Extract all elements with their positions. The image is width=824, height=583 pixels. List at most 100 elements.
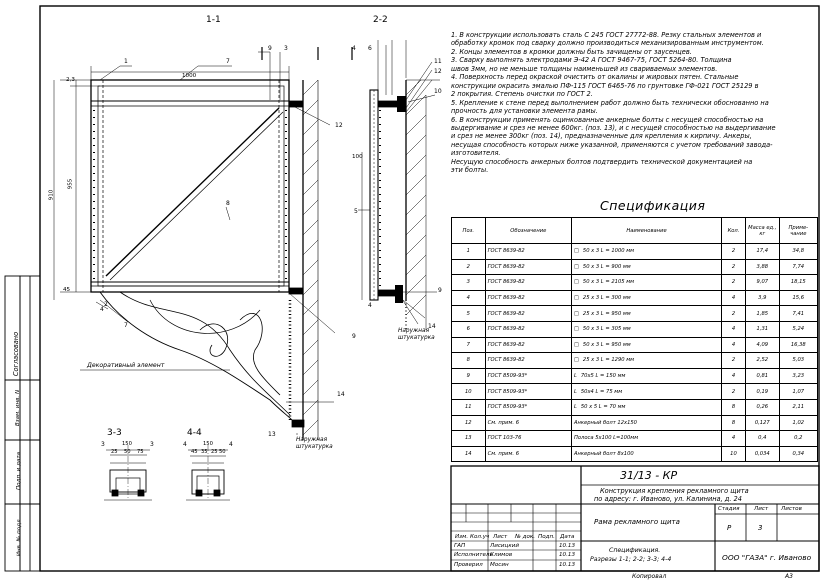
note-line: 6. В конструкции применять оцинкованные … [451, 115, 764, 124]
stamp-col-header: Лист [493, 534, 508, 540]
spec-note: 18,15 [778, 274, 819, 291]
spec-name-text: 50 х 3 L = 900 мм [582, 263, 631, 270]
spec-pos: 6 [451, 320, 486, 338]
stage-header: Стадия [718, 506, 740, 512]
spec-note: 2,11 [778, 398, 819, 416]
spec-name-text: 25 х 3 L = 950 мм [582, 310, 631, 317]
spec-pos: 14 [451, 445, 486, 463]
profile-symbol: L [573, 404, 577, 411]
sheet-title: Спецификация. [609, 547, 661, 554]
sheet-header: Лист [754, 506, 769, 512]
callout-6: 6 [368, 45, 372, 52]
role-label: Исполнитель [454, 552, 493, 558]
sheet-value: 3 [758, 524, 763, 532]
spec-header: Масса ед., кг [744, 217, 780, 244]
dim-50-a: 50 [124, 449, 131, 455]
note-line: обработку кромок под сварку должно произ… [451, 39, 764, 48]
spec-doc: ГОСТ 8639-82 [484, 243, 572, 260]
sheet-sections: Разрезы 1-1; 2-2; 3-3; 4-4 [590, 556, 672, 563]
spec-pos: 8 [451, 352, 486, 369]
spec-header: Поз. [451, 217, 486, 244]
spec-name: Анкерный болт 12х150 [570, 414, 722, 432]
side-agreed: Согласовано [12, 331, 21, 377]
spec-mass: 0,19 [744, 383, 780, 400]
dim-35: 35 [201, 449, 208, 455]
dim-45-b: 45 [191, 449, 198, 455]
profile-symbol: L [573, 388, 577, 395]
spec-qty: 2 [720, 274, 746, 291]
spec-pos: 10 [451, 383, 486, 400]
spec-doc: ГОСТ 8639-82 [484, 305, 572, 322]
spec-name: □50 х 3 L = 2105 мм [570, 274, 722, 291]
view-1-1 [53, 47, 336, 440]
drawing-name: Рама рекламного щита [594, 518, 680, 526]
spec-header: Обозначение [484, 217, 572, 244]
spec-doc: ГОСТ 8509-93* [484, 383, 572, 400]
spec-pos: 5 [451, 305, 486, 322]
callout-9-a: 9 [268, 45, 272, 52]
side-sign-date: Подп. и дата [16, 451, 23, 491]
spec-mass: 0,4 [744, 430, 780, 447]
stamp-col-header: Изм. [455, 534, 469, 540]
side-stamp [4, 275, 41, 572]
spec-qty: 8 [720, 414, 746, 432]
spec-name-text: 50 х 5 L = 70 мм [580, 404, 626, 411]
view-title-2-2: 2-2 [373, 15, 388, 25]
spec-note: 15,6 [778, 289, 819, 307]
project-subject: Конструкция крепления рекламного щита [600, 487, 749, 495]
spec-name-text: Анкерный болт 8х100 [573, 451, 634, 458]
view-title-4-4: 4-4 [187, 428, 202, 438]
view-3-3 [104, 445, 152, 501]
profile-symbol: □ [573, 263, 579, 270]
spec-note: 1,02 [778, 414, 819, 432]
spec-doc: ГОСТ 103-76 [484, 430, 572, 447]
spec-mass: 9,07 [744, 274, 780, 291]
callout-7-a: 7 [226, 58, 230, 65]
callout-9-b: 9 [352, 333, 356, 340]
role-label: ГАП [454, 543, 466, 549]
spec-mass: 0,81 [744, 367, 780, 385]
stage-value: Р [727, 524, 732, 532]
spec-doc: ГОСТ 8639-82 [484, 320, 572, 338]
spec-pos: 2 [451, 258, 486, 276]
spec-name: □50 х 3 L = 950 мм [570, 336, 722, 354]
callout-3: 3 [284, 45, 288, 52]
spec-doc: ГОСТ 8639-82 [484, 274, 572, 291]
label-plaster-1-1: Наружная штукатурка [296, 437, 333, 450]
spec-pos: 7 [451, 336, 486, 354]
callout-14-a: 14 [337, 391, 345, 398]
spec-name: □50 х 3 L = 305 мм [570, 320, 722, 338]
profile-symbol: □ [573, 248, 579, 255]
spec-mass: 0,127 [744, 414, 780, 432]
profile-symbol: □ [573, 279, 579, 286]
view-title-1-1: 1-1 [206, 15, 221, 25]
stamp-col-header: Дата [560, 534, 575, 540]
callout-12-a: 12 [335, 122, 343, 129]
spec-note: 7,41 [778, 305, 819, 322]
spec-pos: 11 [451, 398, 486, 416]
profile-symbol: □ [573, 341, 579, 348]
role-person: Лисицкий [490, 543, 520, 549]
spec-doc: См. прим. 6 [484, 445, 572, 463]
spec-header: Приме-чание [778, 217, 819, 244]
callout-12-b: 12 [434, 68, 442, 75]
section-mark-3-a: 3 [101, 441, 105, 448]
spec-doc: ГОСТ 8509-93* [484, 398, 572, 416]
spec-name: □50 х 3 L = 900 мм [570, 258, 722, 276]
spec-qty: 4 [720, 430, 746, 447]
callout-2: 2 [104, 301, 108, 308]
callout-4-b: 4 [352, 45, 356, 52]
spec-qty: 2 [720, 352, 746, 369]
spec-qty: 10 [720, 445, 746, 463]
callout-5: 5 [354, 208, 358, 215]
callout-8: 8 [226, 200, 230, 207]
callout-10: 10 [434, 88, 442, 95]
